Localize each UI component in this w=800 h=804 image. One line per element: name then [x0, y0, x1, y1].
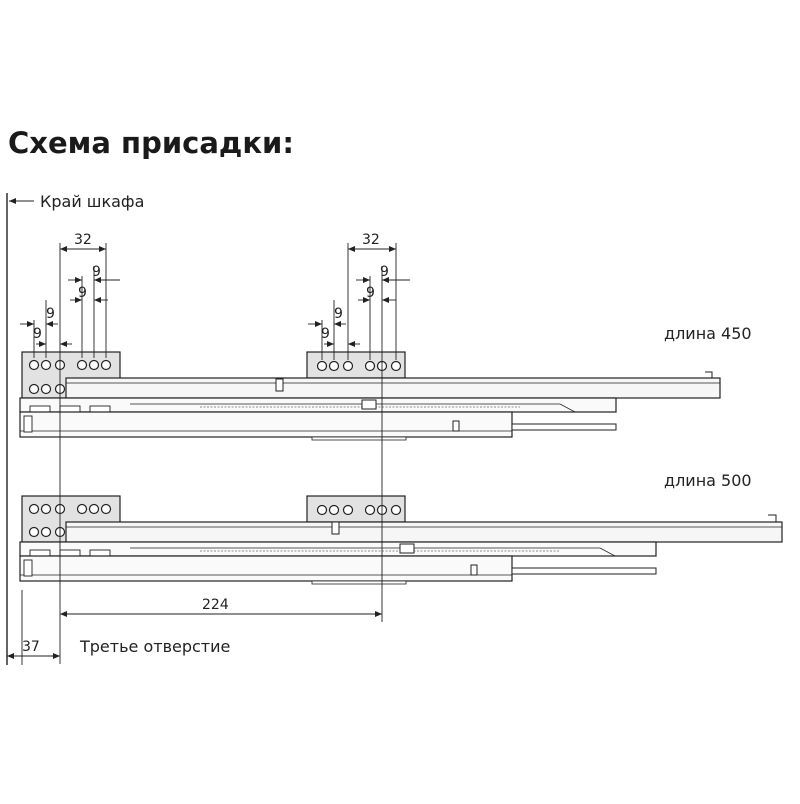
dim-37: 37	[22, 639, 40, 655]
dim-9-a-left: 9	[92, 264, 101, 280]
dim-9-c-right: 9	[334, 306, 343, 322]
dim-37-group: 37	[6, 622, 61, 664]
dim-32-left: 32	[74, 232, 92, 248]
dim-9-d-right: 9	[321, 326, 330, 342]
cabinet-edge-group: Край шкафа	[6, 192, 144, 665]
rail-middle-500	[19, 541, 657, 557]
dim-9-c-left: 9	[46, 306, 55, 322]
dim-9-b-right: 9	[366, 285, 375, 301]
dim-224: 224	[202, 597, 229, 613]
runner-450: длина 450	[19, 324, 752, 441]
page-title: Схема присадки:	[8, 126, 294, 160]
dims-right-450	[308, 243, 410, 360]
dim-9-a-right: 9	[380, 264, 389, 280]
dim-9-b-left: 9	[78, 285, 87, 301]
dim-32-right: 32	[362, 232, 380, 248]
rail-bottom-500	[19, 555, 513, 582]
length-450-label: длина 450	[664, 324, 752, 343]
cabinet-edge-label: Край шкафа	[40, 192, 144, 211]
dim-9-d-left: 9	[33, 326, 42, 342]
reference-lines	[21, 358, 383, 665]
runner-500: длина 500	[19, 471, 783, 585]
dims-left-450	[20, 243, 120, 358]
dim-224-group: 224	[60, 597, 382, 617]
rail-top-500	[65, 521, 783, 543]
length-500-label: длина 500	[664, 471, 752, 490]
holes-right-450	[316, 360, 402, 372]
rail-top-450	[65, 377, 721, 399]
rail-bottom-450	[19, 411, 513, 438]
holes-left-500	[28, 503, 112, 538]
third-hole-label: Третье отверстие	[79, 637, 230, 656]
